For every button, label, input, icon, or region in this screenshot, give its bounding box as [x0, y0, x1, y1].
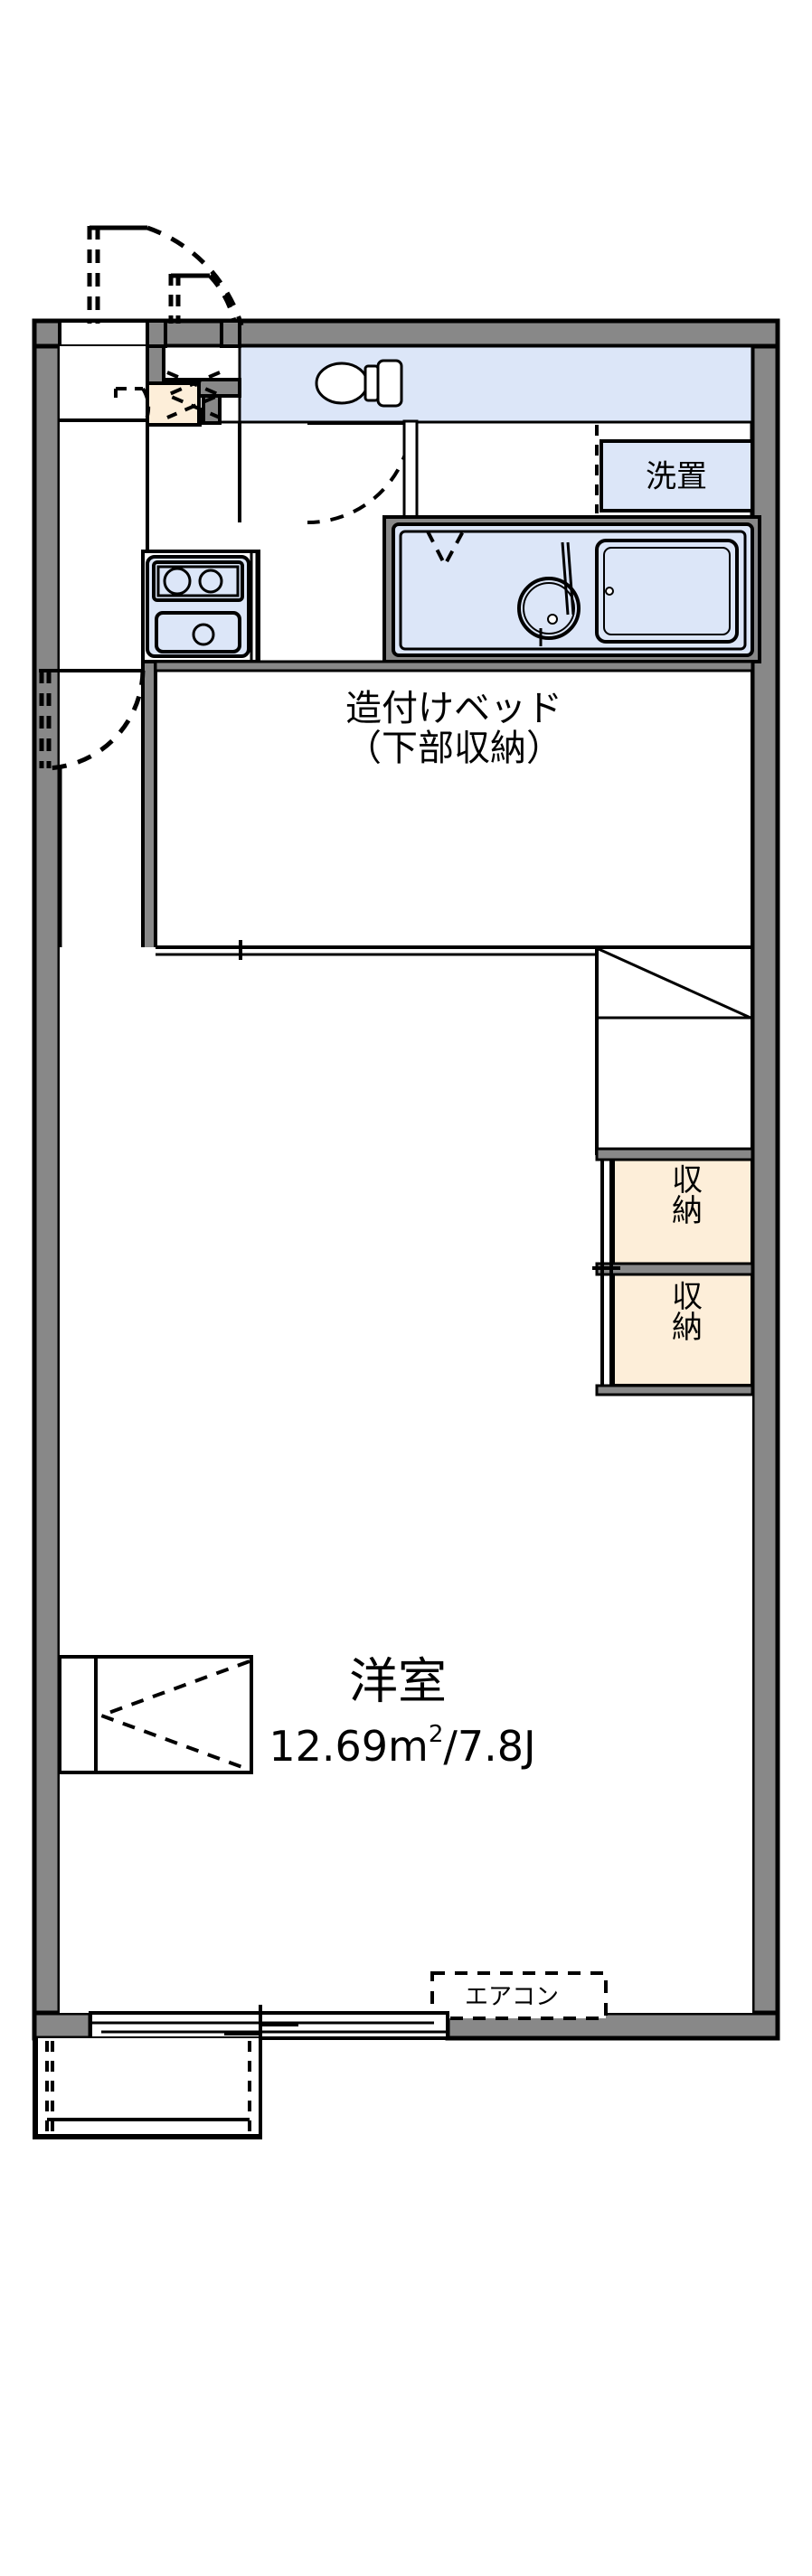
- main-room-name: 洋室: [349, 1653, 447, 1710]
- area-value: 12.69: [269, 1722, 388, 1771]
- closet-upper-label: 収納: [666, 1163, 703, 1225]
- closet-upper: 収納: [611, 1155, 754, 1267]
- washer-place: 洗置: [600, 439, 754, 512]
- closet-lower-label: 収納: [666, 1280, 703, 1341]
- aircon-unit: エアコン: [430, 1971, 608, 2020]
- bath-door-swing: [307, 421, 413, 525]
- toilet-door-swing-top: [168, 273, 238, 326]
- bed-label-line2: （下部収納）: [345, 728, 562, 769]
- room-door-swing: [39, 669, 146, 771]
- balcony: [33, 2036, 262, 2139]
- upper-storage: [595, 945, 754, 1155]
- area-sep: /: [443, 1722, 458, 1771]
- entrance-door-swing: [87, 225, 244, 326]
- unit-bath: [382, 515, 761, 663]
- svg-text:12.69m2/7.8J: 12.69m2/7.8J: [269, 1721, 535, 1771]
- closet-lower: 収納: [611, 1271, 754, 1387]
- built-in-bed-area: 造付けベッド （下部収納）: [141, 660, 754, 953]
- corridor-door-swings: [114, 371, 225, 424]
- bed-label-line1: 造付けベッド: [345, 688, 562, 729]
- area-jo: 7.8J: [458, 1722, 536, 1771]
- kitchen: [141, 550, 260, 663]
- toilet-icon: [315, 359, 403, 408]
- shoe-box: [146, 381, 201, 427]
- entrance-area: [58, 319, 149, 766]
- main-room-area: 12.69m2/7.8J: [269, 1721, 535, 1771]
- balcony-sliding-door: [89, 2005, 449, 2050]
- left-window: [58, 1655, 253, 1774]
- washer-label: 洗置: [646, 459, 707, 495]
- area-unit: m: [388, 1722, 429, 1771]
- aircon-label: エアコン: [465, 1984, 559, 2011]
- closet-divider: [592, 1147, 754, 1396]
- area-sup: 2: [429, 1721, 444, 1748]
